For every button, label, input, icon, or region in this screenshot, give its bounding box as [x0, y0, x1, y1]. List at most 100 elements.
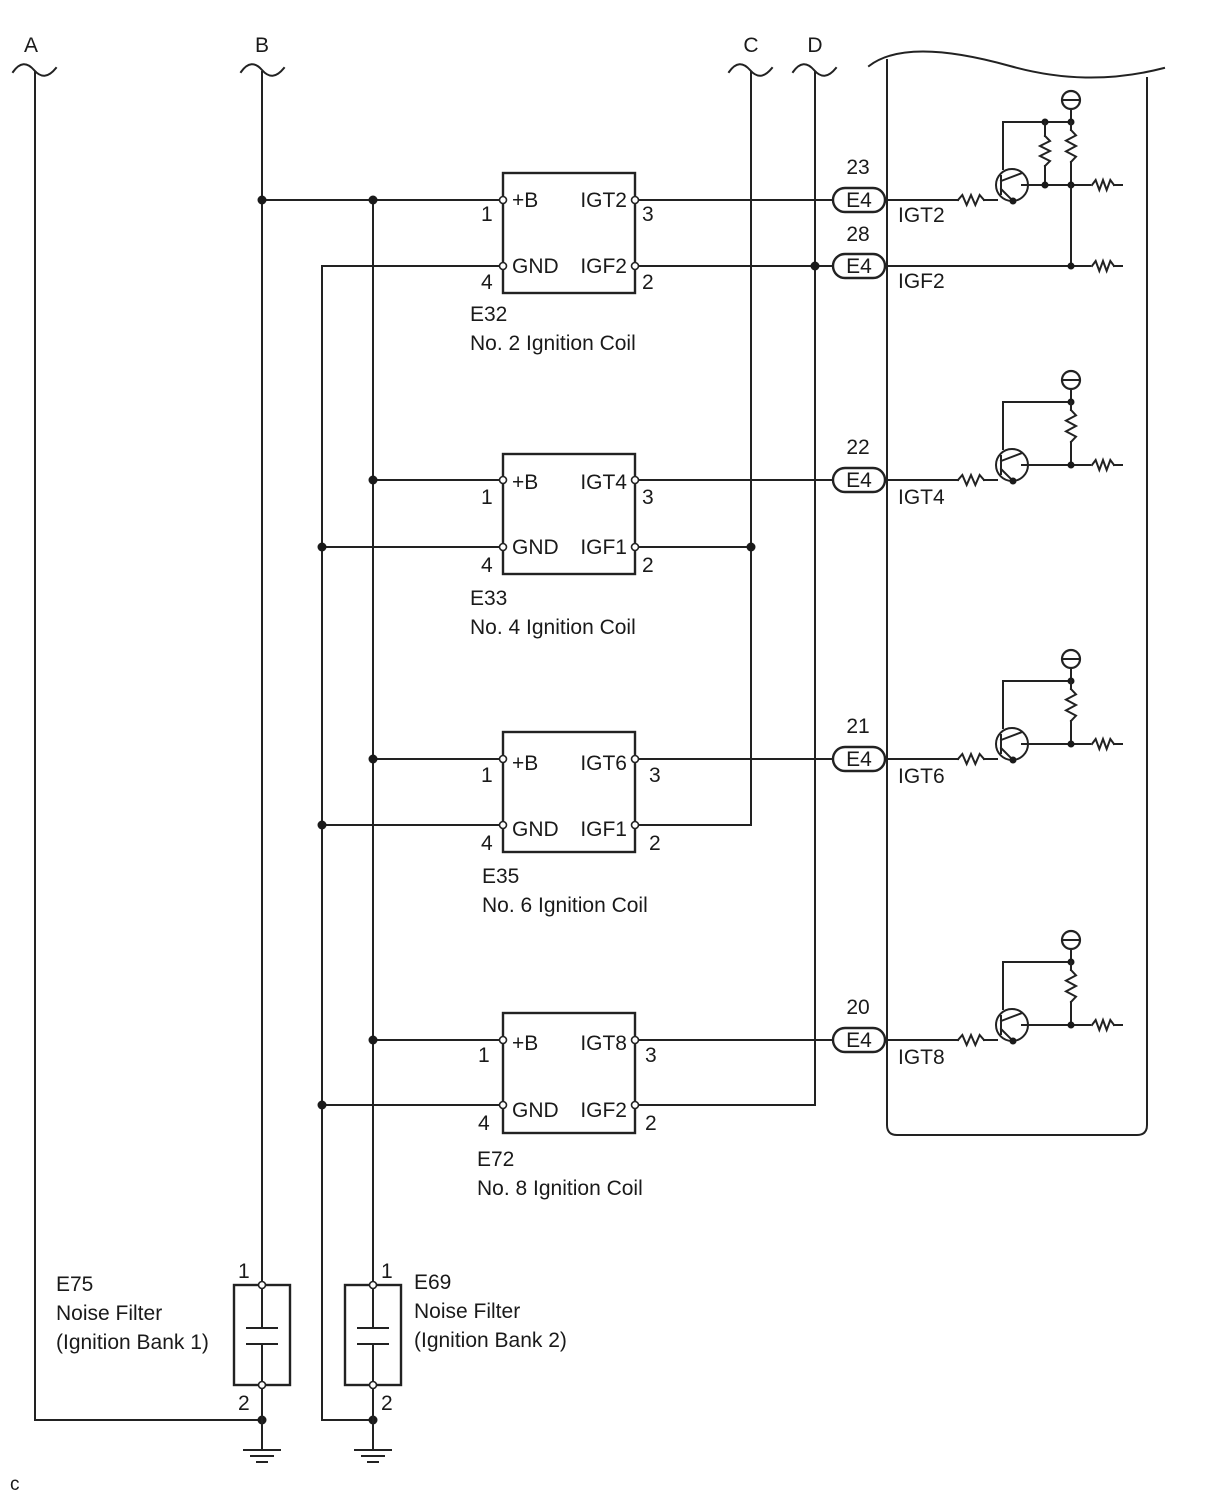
transistor-collector: [999, 730, 1024, 742]
ignition-coil-e72: +B IGT8 GND IGF2 1 3 4 2 E72 No. 8 Ignit…: [477, 1011, 657, 1200]
input-resistor-icon: [956, 472, 986, 488]
wire-label-c: C: [727, 34, 774, 77]
terminal-number: 28: [846, 223, 869, 246]
ecm-internal-circuits: [884, 89, 1123, 1048]
connector-label: E4: [846, 469, 872, 492]
signal-label: IGT4: [898, 486, 945, 509]
pin-number-3: 3: [645, 1044, 657, 1067]
terminal-number: 22: [846, 436, 869, 459]
pin-gnd-label: GND: [512, 1099, 559, 1122]
emitter-dot: [1009, 197, 1017, 205]
ecm-terminal-igt2: 23 E4 IGT2: [831, 156, 945, 227]
pin-pb-label: +B: [512, 1032, 538, 1055]
pin-number-1: 1: [481, 764, 493, 787]
pin-gnd-label: GND: [512, 818, 559, 841]
ground-icon: [354, 1449, 392, 1463]
wire-label-d-text: D: [807, 34, 822, 57]
coil-id: E35: [482, 865, 519, 888]
connector-label: E4: [846, 1029, 872, 1052]
main-wires: [34, 71, 816, 1421]
pin-pb-label: +B: [512, 752, 538, 775]
pin-number-4: 4: [481, 832, 493, 855]
pin-gnd-label: GND: [512, 255, 559, 278]
pin-pb-label: +B: [512, 471, 538, 494]
pin-number-3: 3: [642, 203, 654, 226]
connector-label: E4: [846, 255, 872, 278]
transistor-collector: [999, 171, 1024, 183]
terminal-number: 23: [846, 156, 869, 179]
filter-pin-top: 1: [238, 1260, 250, 1283]
output-resistor-icon: [1090, 736, 1116, 752]
coil-box: [501, 452, 637, 576]
pin-igf-label: IGF1: [580, 818, 627, 841]
coil-name: No. 6 Ignition Coil: [482, 894, 648, 917]
signal-label: IGT8: [898, 1046, 945, 1069]
connector-label: E4: [846, 189, 872, 212]
noise-filter-e75: 1 2 E75 Noise Filter (Ignition Bank 1): [56, 1260, 292, 1451]
ecm-outline: [867, 50, 1166, 1136]
wire-label-a-text: A: [24, 34, 38, 57]
wire-label-b-text: B: [255, 34, 269, 57]
branch-resistor-icon: [1037, 134, 1053, 168]
output-resistor-icon: [1090, 1017, 1116, 1033]
emitter-dot: [1009, 477, 1017, 485]
coil-name: No. 2 Ignition Coil: [470, 332, 636, 355]
wire-label-a: A: [11, 34, 58, 77]
pin-number-2: 2: [645, 1112, 657, 1135]
pin-number-4: 4: [478, 1112, 490, 1135]
noise-filter-e69: 1 2 E69 Noise Filter (Ignition Bank 2): [343, 1260, 567, 1451]
filter-pin-bottom: 2: [238, 1392, 250, 1415]
pin-pb-label: +B: [512, 189, 538, 212]
output-dot: [1067, 740, 1075, 748]
connector-label: E4: [846, 748, 872, 771]
pin-igt-label: IGT4: [580, 471, 627, 494]
ecm-terminal-igf2: 28 E4 IGF2: [831, 223, 945, 293]
footer-mark: c: [10, 1474, 20, 1495]
pin-igf-label: IGF2: [580, 255, 627, 278]
pullup-resistor-icon: [1063, 408, 1079, 444]
pin-number-3: 3: [649, 764, 661, 787]
coil-wires: [261, 199, 834, 1106]
pin-igt-label: IGT2: [580, 189, 627, 212]
pin-igf-label: IGF2: [580, 1099, 627, 1122]
pin-igt-label: IGT8: [580, 1032, 627, 1055]
pin-number-2: 2: [649, 832, 661, 855]
wire-label-d: D: [791, 34, 838, 77]
pin-igt-label: IGT6: [580, 752, 627, 775]
input-resistor-icon: [956, 751, 986, 767]
filter-name: Noise Filter: [414, 1300, 520, 1323]
ecm-terminal-igt8: 20 E4 IGT8: [831, 996, 945, 1069]
pin-number-1: 1: [481, 486, 493, 509]
pullup-resistor-icon: [1063, 968, 1079, 1004]
coil-box: [501, 171, 637, 295]
filter-pin-top: 1: [381, 1260, 393, 1283]
igf2-dot: [1067, 262, 1075, 270]
signal-label: IGT6: [898, 765, 945, 788]
filter-bank: (Ignition Bank 1): [56, 1331, 209, 1354]
coil-box: [501, 1011, 637, 1135]
pin-number-1: 1: [478, 1044, 490, 1067]
coil-box: [501, 730, 637, 854]
input-resistor-icon: [956, 192, 986, 208]
pullup-resistor-icon: [1063, 128, 1079, 164]
ecm-terminal-igt4: 22 E4 IGT4: [831, 436, 945, 509]
coil-id: E33: [470, 587, 507, 610]
pin-number-1: 1: [481, 203, 493, 226]
wire-label-b: B: [239, 34, 286, 77]
filter-bank: (Ignition Bank 2): [414, 1329, 567, 1352]
emitter-dot: [1009, 1037, 1017, 1045]
pin-number-2: 2: [642, 554, 654, 577]
output-dot: [1067, 1021, 1075, 1029]
emitter-dot: [1009, 756, 1017, 764]
wire-label-c-text: C: [743, 34, 758, 57]
terminal-number: 20: [846, 996, 869, 1019]
signal-label: IGT2: [898, 204, 945, 227]
filter-pin-bottom: 2: [381, 1392, 393, 1415]
coil-id: E72: [477, 1148, 514, 1171]
ignition-coil-e32: +B IGT2 GND IGF2 1 3 4 2 E32 No. 2 Ignit…: [470, 171, 654, 355]
pullup-resistor-icon: [1063, 687, 1079, 723]
output-resistor-icon: [1090, 177, 1116, 193]
signal-label: IGF2: [898, 270, 945, 293]
ignition-coil-e33: +B IGT4 GND IGF1 1 3 4 2 E33 No. 4 Ignit…: [470, 452, 654, 639]
